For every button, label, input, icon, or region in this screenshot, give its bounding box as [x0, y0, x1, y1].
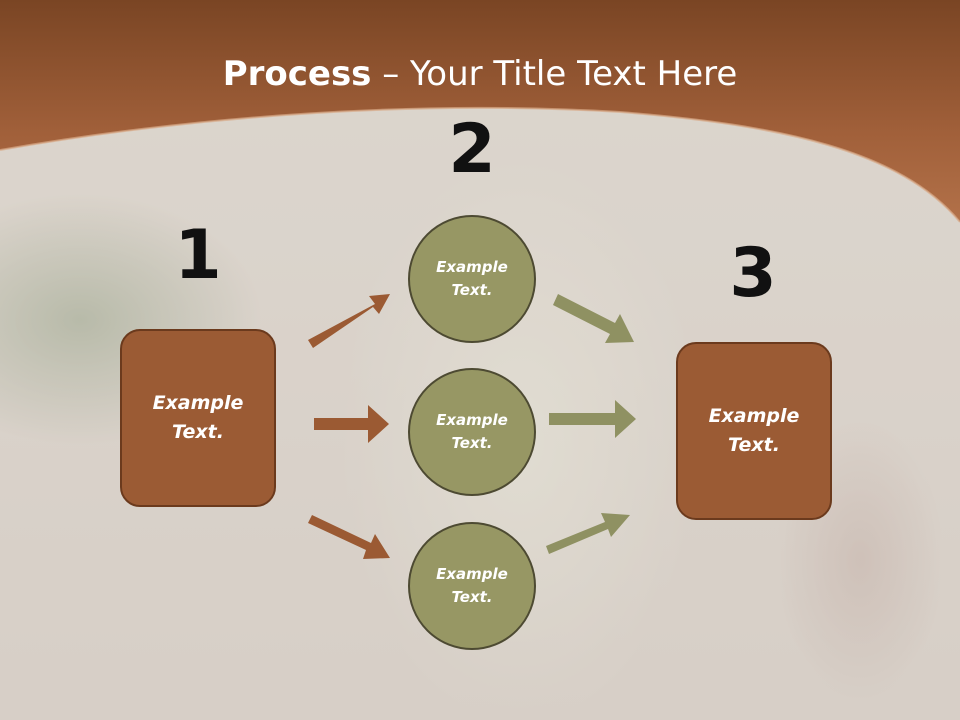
- arrow-middle-to-right: [549, 400, 636, 438]
- step-number-3: 3: [729, 234, 777, 313]
- title-bold: Process: [222, 54, 372, 94]
- circle-node-middle: Example Text.: [408, 368, 536, 496]
- arrow-top-to-right: [553, 294, 634, 343]
- right-box-text: Example Text.: [708, 405, 800, 456]
- arrow-left-to-middle: [314, 405, 389, 443]
- circle-middle-text: Example Text.: [436, 411, 508, 452]
- arrow-left-to-bottom: [308, 515, 390, 559]
- left-box-text: Example Text.: [152, 392, 244, 443]
- header-band: [0, 0, 960, 222]
- step-number-1: 1: [174, 216, 222, 295]
- title-rest: – Your Title Text Here: [371, 54, 738, 94]
- step-number-2: 2: [448, 110, 496, 189]
- header-banner: [0, 0, 960, 223]
- circle-top-text: Example Text.: [436, 258, 508, 299]
- circle-node-top: Example Text.: [408, 215, 536, 343]
- left-process-box: Example Text.: [120, 329, 276, 507]
- circle-bottom-text: Example Text.: [436, 565, 508, 606]
- header-highlight: [0, 106, 960, 223]
- circle-node-bottom: Example Text.: [408, 522, 536, 650]
- arrow-bottom-to-right: [546, 513, 630, 554]
- arrow-left-to-top: [308, 294, 390, 348]
- slide-title: Process – Your Title Text Here: [0, 52, 960, 96]
- right-process-box: Example Text.: [676, 342, 832, 520]
